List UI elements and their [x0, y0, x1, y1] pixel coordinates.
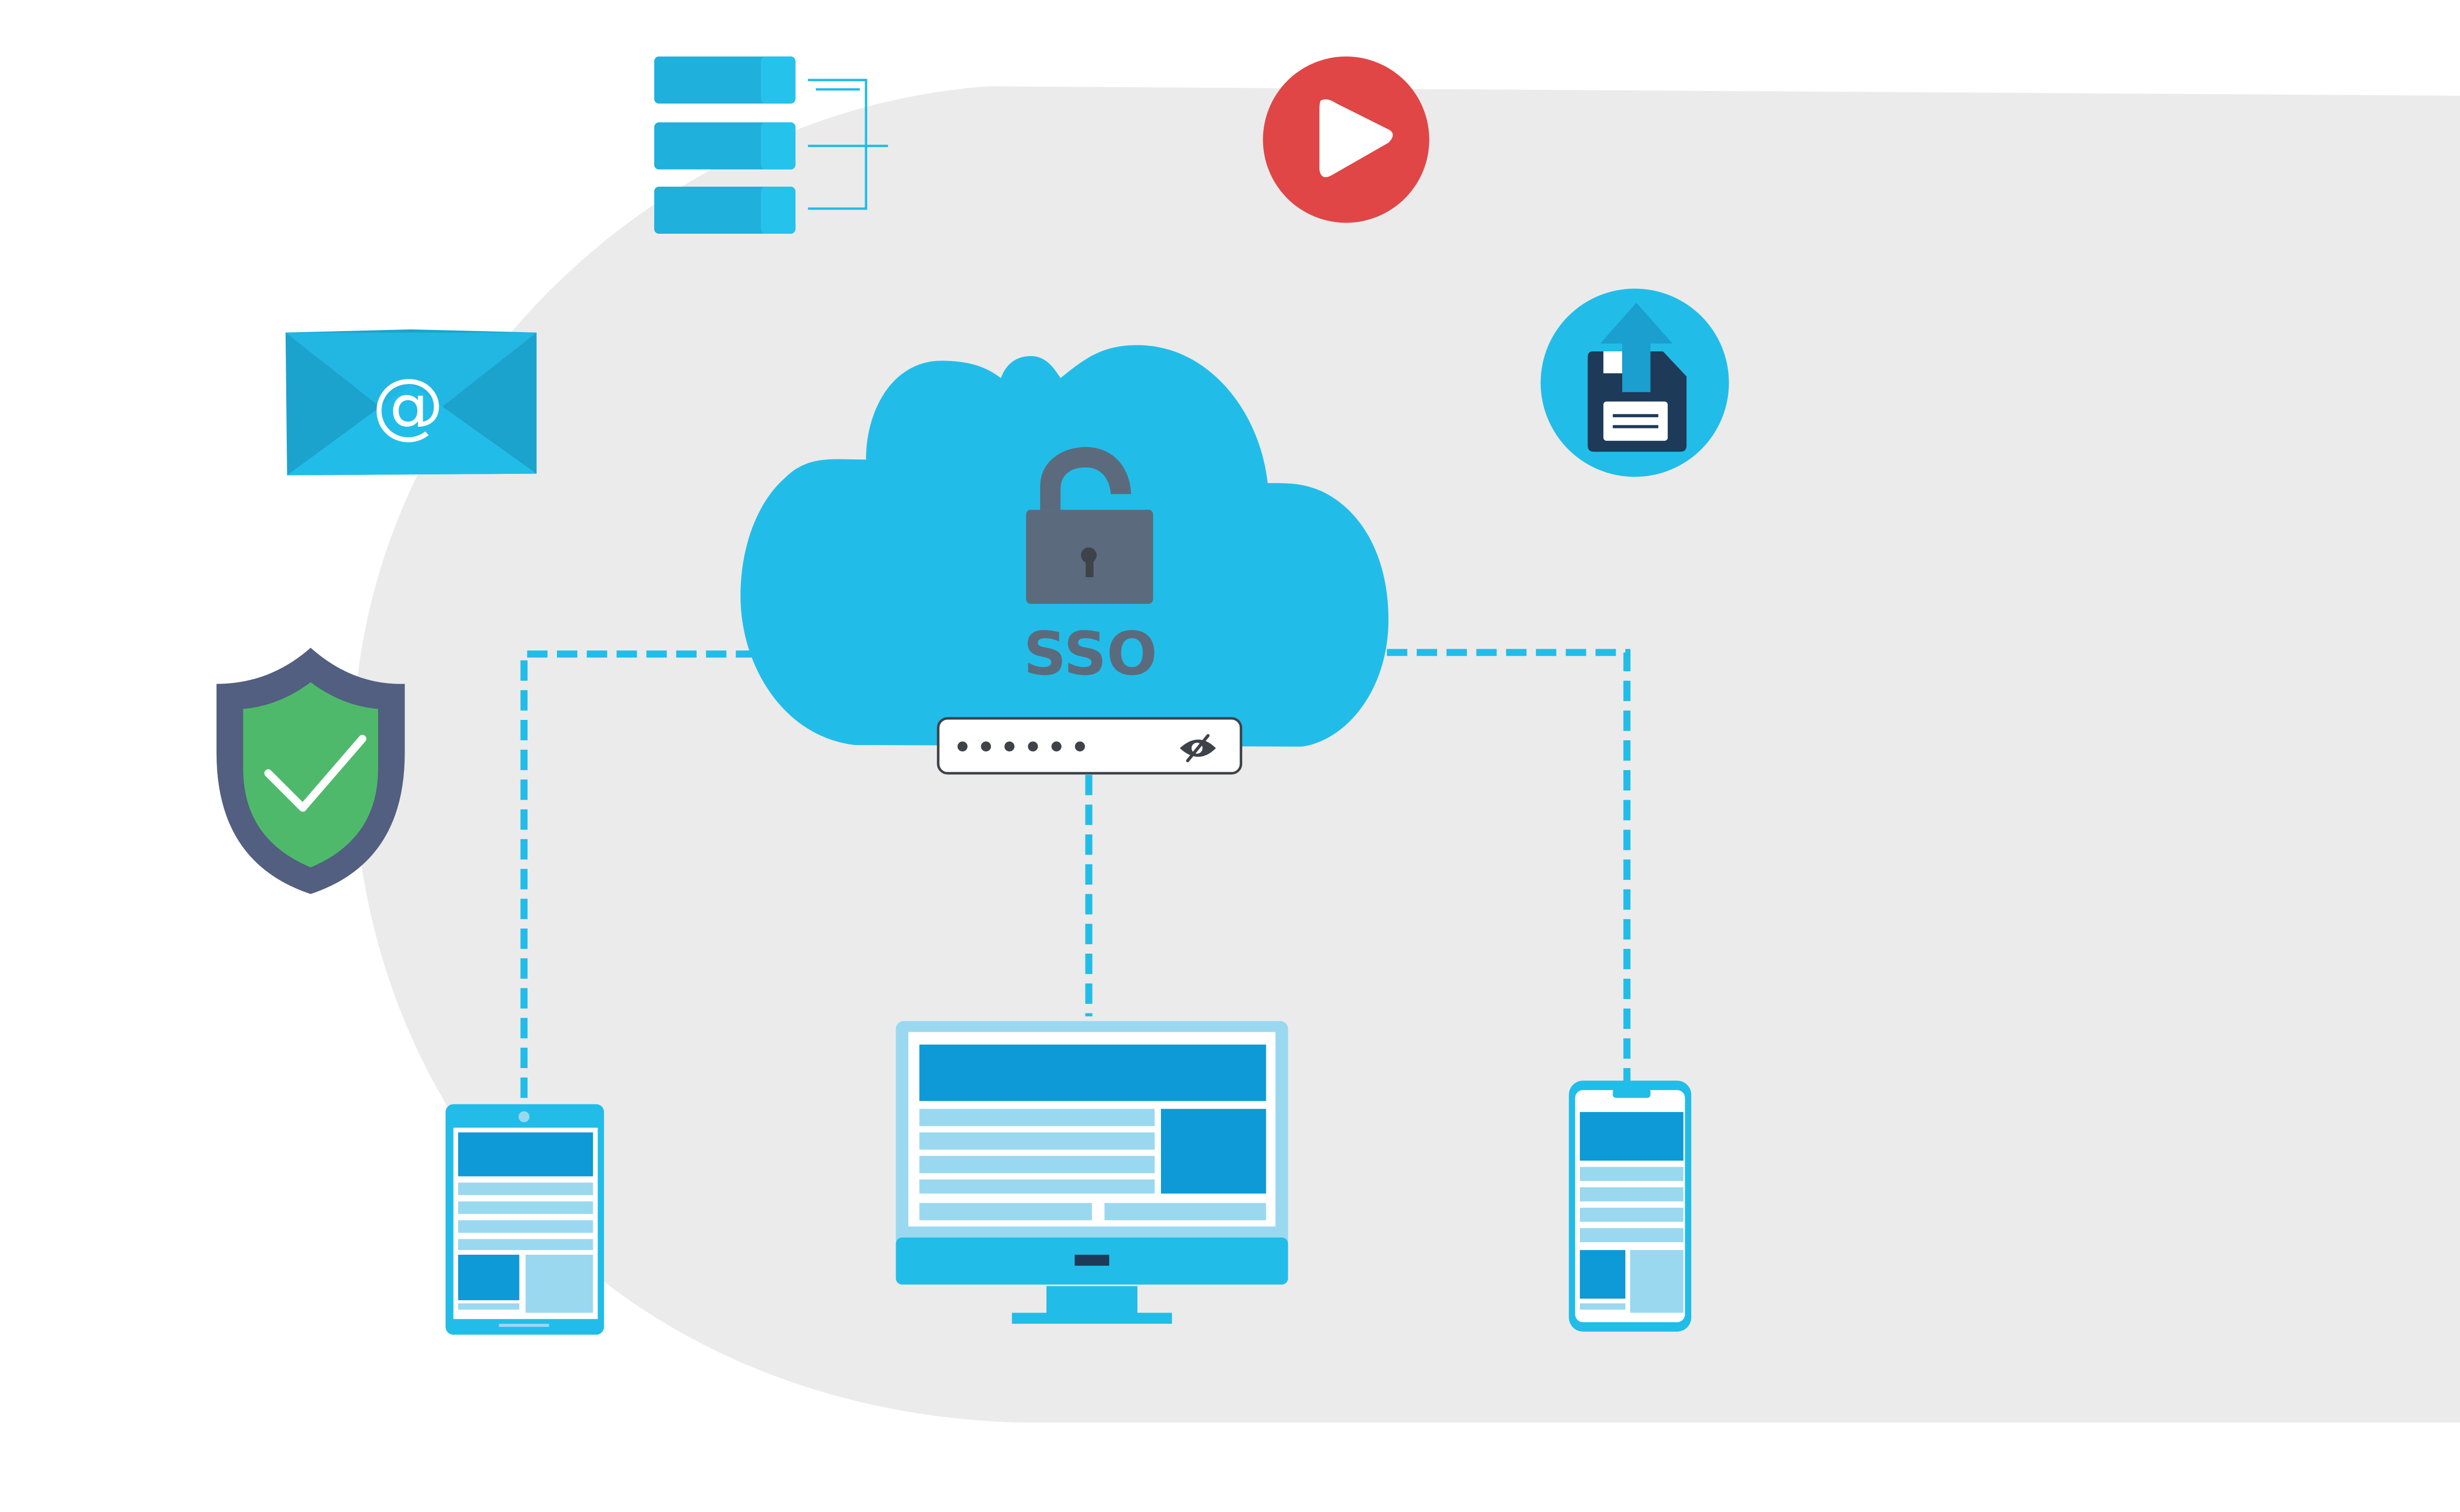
security-shield-icon [216, 648, 405, 894]
desktop-monitor-device [896, 1021, 1288, 1324]
password-masked-value: •••••• [952, 727, 1093, 767]
video-play-icon [1263, 56, 1430, 223]
connector-lines [520, 649, 1631, 1098]
tablet-device [445, 1104, 604, 1335]
background-blob [353, 86, 2460, 1423]
eye-slash-icon[interactable] [1180, 734, 1216, 763]
sso-label: SSO [1023, 620, 1157, 689]
connector-left [520, 650, 757, 1098]
email-icon: @ [285, 329, 537, 475]
unlocked-padlock-icon [1026, 447, 1153, 604]
smartphone-device [1569, 1080, 1692, 1332]
email-at-symbol: @ [372, 363, 444, 447]
save-upload-icon [1540, 288, 1729, 477]
password-field[interactable]: •••••• [937, 717, 1242, 775]
server-stack-icon [654, 56, 888, 234]
connector-right [1387, 649, 1631, 1083]
